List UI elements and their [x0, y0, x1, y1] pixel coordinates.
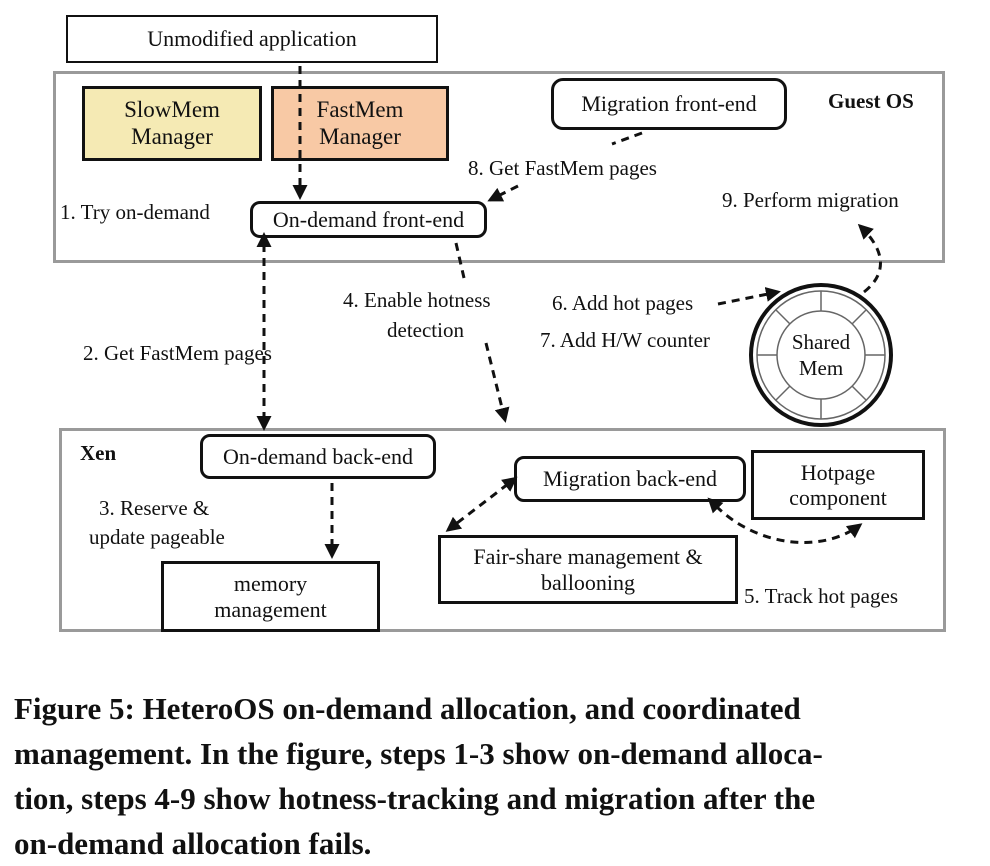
slowmem-manager-line2: Manager: [131, 123, 213, 149]
arrow-step9: [857, 223, 882, 294]
fairshare-line2: ballooning: [540, 569, 636, 595]
diagram-connectors: [256, 66, 893, 559]
unmodified-application-box: Unmodified application: [66, 15, 438, 63]
step6-label: 6. Add hot pages: [552, 291, 694, 315]
fairshare-ballooning-box: Fair-share management & ballooning: [438, 535, 738, 604]
ondemand-frontend-box: On-demand front-end: [250, 201, 487, 238]
arrow-migration-fairshare: [445, 476, 518, 532]
step4-label-line2: detection: [387, 318, 464, 342]
fastmem-manager-line1: FastMem: [316, 97, 404, 123]
ondemand-frontend-label: On-demand front-end: [272, 206, 465, 232]
shared-mem-line2: Mem: [798, 356, 844, 380]
hotpage-component-line1: Hotpage: [800, 459, 876, 485]
step5-label: 5. Track hot pages: [744, 584, 898, 608]
shared-mem-line1: Shared: [791, 330, 851, 354]
caption-line4: on-demand allocation fails.: [14, 826, 372, 861]
memory-management-line2: management: [214, 596, 327, 622]
slowmem-manager-line1: SlowMem: [124, 97, 220, 123]
step8-label: 8. Get FastMem pages: [468, 156, 657, 180]
fastmem-manager-line2: Manager: [319, 123, 401, 149]
memory-management-box: memory management: [161, 561, 380, 632]
arrow-step5: [707, 497, 863, 544]
shared-mem-ring: [749, 283, 893, 427]
caption-line3: tion, steps 4-9 show hotness-tracking an…: [14, 781, 816, 816]
figure-caption: Figure 5: HeteroOS on-demand allocation,…: [14, 686, 976, 866]
step9-label: 9. Perform migration: [722, 188, 899, 212]
caption-line2: management. In the figure, steps 1-3 sho…: [14, 736, 823, 771]
step4-label-line1: 4. Enable hotness: [343, 288, 491, 312]
ondemand-backend-label: On-demand back-end: [223, 443, 413, 469]
shared-mem-label: Shared Mem: [781, 329, 861, 381]
arrow-step4: [454, 242, 505, 420]
step7-label: 7. Add H/W counter: [540, 328, 710, 352]
arrow-step6: [717, 286, 781, 306]
step1-label: 1. Try on-demand: [60, 200, 210, 224]
ondemand-backend-box: On-demand back-end: [200, 434, 436, 479]
step3-label-line1: 3. Reserve &: [99, 496, 210, 520]
migration-frontend-label: Migration front-end: [581, 91, 757, 117]
unmodified-application-label: Unmodified application: [147, 26, 357, 52]
step3-label-line2: update pageable: [89, 525, 225, 549]
migration-frontend-box: Migration front-end: [551, 78, 787, 130]
guest-os-label: Guest OS: [828, 89, 914, 113]
step2-label: 2. Get FastMem pages: [83, 341, 272, 365]
fairshare-line1: Fair-share management &: [473, 544, 703, 570]
arrow-step8: [490, 131, 643, 200]
migration-backend-label: Migration back-end: [542, 466, 718, 492]
memory-management-line1: memory: [233, 571, 308, 597]
caption-line1: Figure 5: HeteroOS on-demand allocation,…: [14, 691, 801, 726]
guest-os-region: [53, 71, 945, 263]
slowmem-manager-box: SlowMem Manager: [82, 86, 262, 161]
xen-label: Xen: [80, 441, 117, 465]
